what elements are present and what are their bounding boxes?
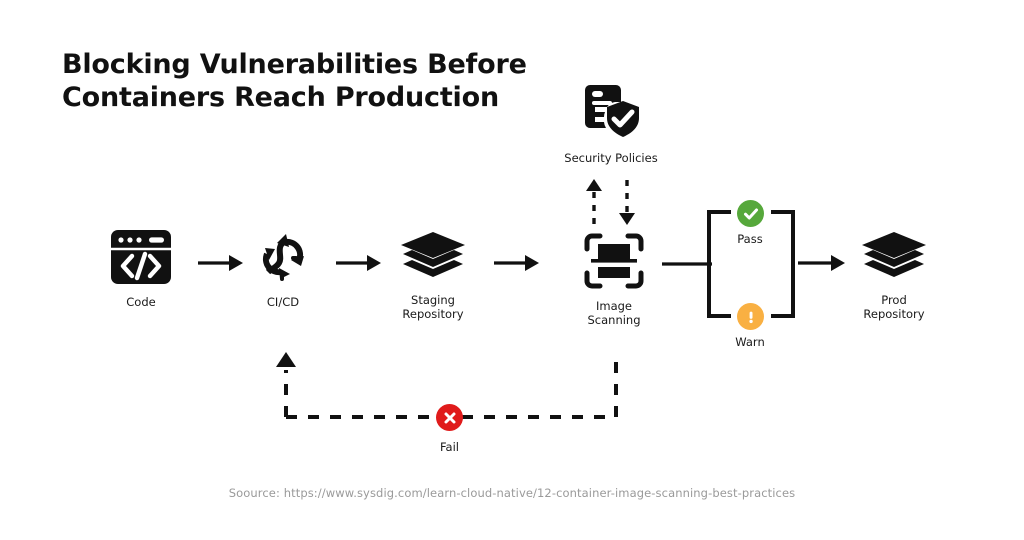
cicd-loop-icon bbox=[249, 228, 317, 286]
node-label-image-scanning: Image Scanning bbox=[587, 299, 641, 327]
page-title-line-1: Blocking Vulnerabilities Before bbox=[62, 49, 527, 80]
node-code: Code bbox=[100, 228, 182, 309]
feedback-label-fail: Fail bbox=[440, 440, 459, 454]
arrow-gate-to-prod bbox=[798, 252, 846, 278]
arrow-code-to-cicd bbox=[198, 252, 244, 278]
dashed-arrow-up bbox=[583, 178, 605, 230]
x-circle-icon bbox=[436, 404, 463, 431]
decision-gate: Pass Warn bbox=[698, 200, 804, 349]
page-title-line-2: Containers Reach Production bbox=[62, 82, 499, 113]
node-label-staging-repository: Staging Repository bbox=[402, 293, 464, 321]
gate-brackets bbox=[707, 210, 795, 318]
layers-stack-icon bbox=[399, 230, 467, 284]
source-attribution: Soource: https://www.sysdig.com/learn-cl… bbox=[228, 486, 796, 500]
gate-label-pass: Pass bbox=[737, 232, 763, 246]
feedback-fail-marker: Fail bbox=[436, 404, 463, 454]
node-image-scanning: Image Scanning bbox=[568, 232, 660, 327]
image-scanner-icon bbox=[583, 232, 645, 290]
node-label-prod-repository: Prod Repository bbox=[863, 293, 925, 321]
line-scanning-to-gate bbox=[662, 255, 712, 274]
code-window-icon bbox=[109, 228, 173, 286]
node-cicd: CI/CD bbox=[242, 228, 324, 309]
page-title: Blocking Vulnerabilities Before Containe… bbox=[62, 48, 582, 114]
dashed-arrow-down bbox=[616, 178, 638, 230]
node-staging-repository: Staging Repository bbox=[385, 230, 481, 321]
exclamation-circle-icon bbox=[737, 303, 764, 330]
node-prod-repository: Prod Repository bbox=[846, 230, 942, 321]
node-label-cicd: CI/CD bbox=[266, 295, 300, 309]
feedback-path-fail bbox=[268, 352, 634, 432]
gate-label-warn: Warn bbox=[735, 335, 765, 349]
check-circle-icon bbox=[737, 200, 764, 227]
document-shield-check-icon bbox=[581, 84, 641, 142]
arrow-cicd-to-staging bbox=[336, 252, 382, 278]
layers-stack-icon bbox=[860, 230, 928, 284]
arrow-staging-to-scanning bbox=[494, 252, 540, 278]
node-label-code: Code bbox=[126, 295, 156, 309]
node-label-security-policies: Security Policies bbox=[564, 151, 658, 165]
node-security-policies: Security Policies bbox=[555, 84, 667, 165]
